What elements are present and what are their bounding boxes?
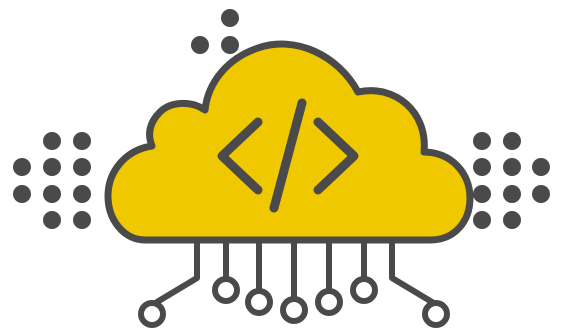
dots-cluster-top-icon bbox=[191, 9, 239, 54]
dots-cluster-right-icon bbox=[473, 132, 550, 229]
circuit-connectors-icon bbox=[154, 238, 435, 305]
circuit-nodes-icon bbox=[138, 276, 450, 328]
dots-cluster-left-icon bbox=[13, 132, 91, 229]
code-brackets-icon bbox=[217, 98, 359, 213]
